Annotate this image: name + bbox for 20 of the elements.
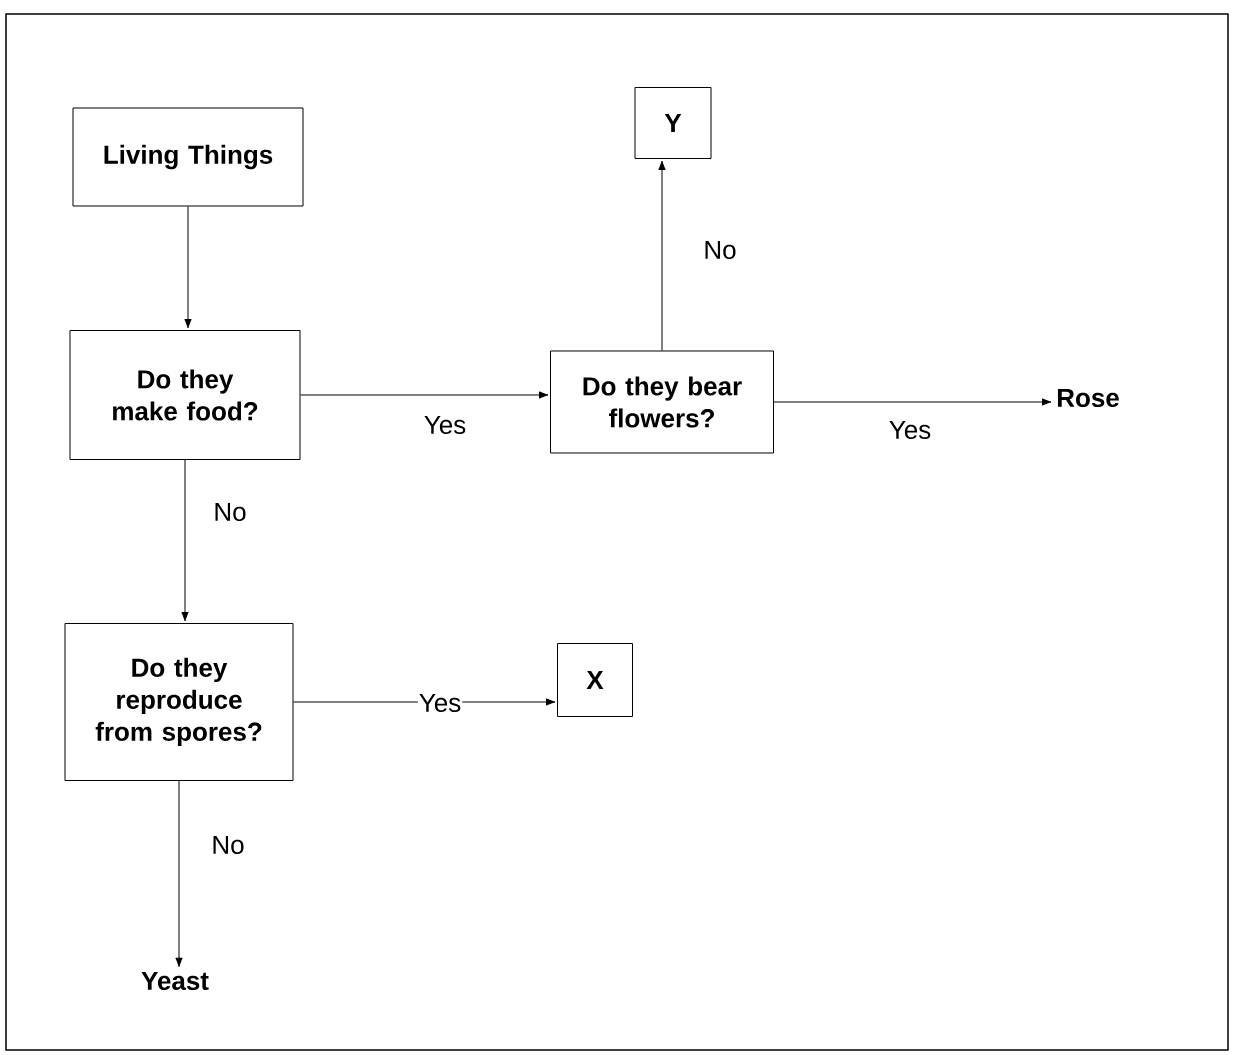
arrow [181,459,189,622]
question-box: Do they make food? [69,330,301,460]
edge-label: No [702,239,738,261]
edge-label: Yes [422,414,468,436]
edge-label: Yes [417,692,463,714]
answer-label: Yeast [141,971,209,991]
arrow [175,780,183,968]
edge-label: Yes [887,419,933,441]
question-box: Do they reproduce from spores? [64,623,294,781]
arrow [773,398,1052,406]
arrow [184,206,192,329]
edge-label: No [210,834,246,856]
question-box: Do they bear flowers? [550,350,774,454]
arrow [300,391,549,399]
answer-box: X [557,643,633,717]
question-box: Living Things [72,107,304,207]
edge-label: No [212,501,248,523]
arrow [658,160,666,351]
answer-label: Rose [1057,388,1119,408]
answer-box: Y [634,87,712,159]
